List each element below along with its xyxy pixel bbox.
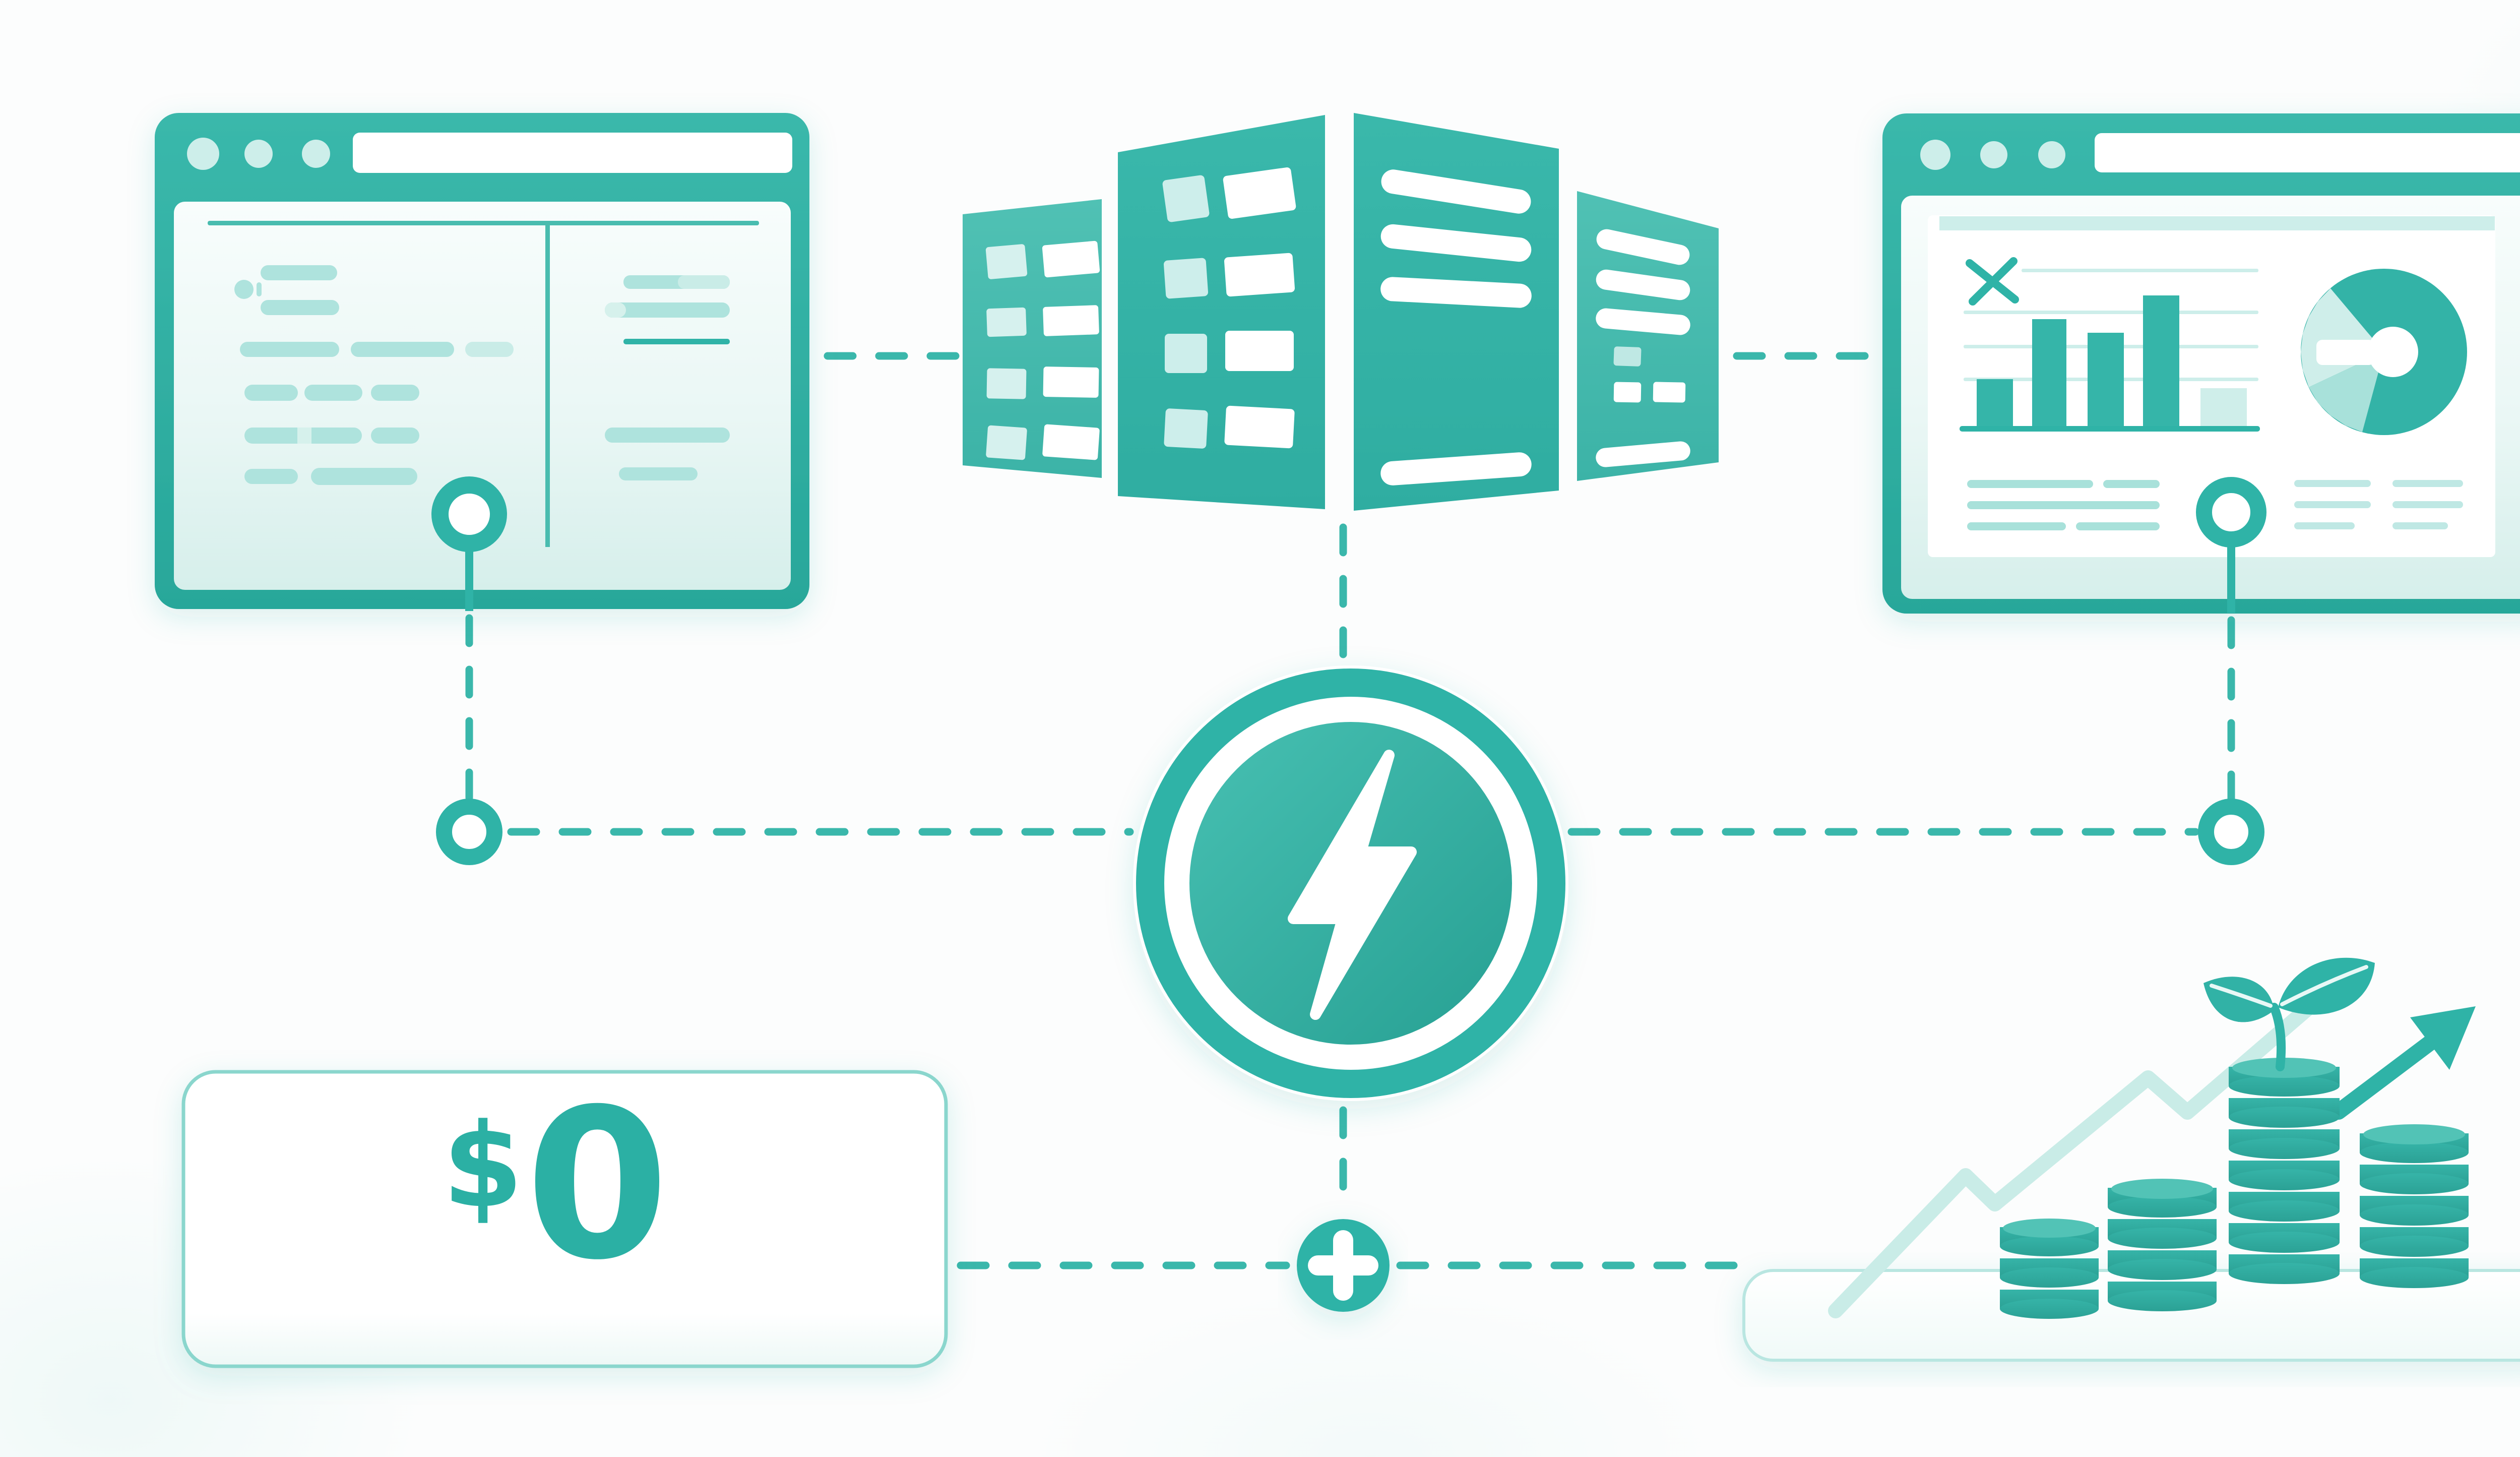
highlight-rule [623, 339, 730, 344]
leaf-right [2278, 957, 2375, 1015]
bar [2032, 319, 2066, 428]
text-line-placeholders-left [234, 265, 514, 485]
coin-stack-medium [2108, 1179, 2217, 1311]
content-divider [545, 225, 550, 547]
window-control-dot [244, 140, 273, 168]
window-control-dot [187, 138, 219, 170]
growth-scene [1742, 957, 2520, 1362]
leaf-left [2203, 977, 2274, 1022]
building-mid-left [1118, 115, 1325, 509]
donut-hole [2368, 327, 2418, 377]
price-currency: $ [443, 1099, 523, 1234]
building-far-left [963, 199, 1102, 478]
donut-notch [2316, 340, 2375, 365]
bar [2143, 295, 2179, 428]
axis-cross-icon [1966, 257, 2019, 306]
window-control-dot [1920, 140, 1950, 170]
badge-outer-ring [1136, 669, 1565, 1098]
window-control-dot [1980, 141, 2007, 168]
location-pin-icon [2196, 477, 2266, 613]
growth-arrow-icon [2330, 1006, 2476, 1120]
window-content [174, 202, 791, 590]
coin-stack-tall [2229, 1058, 2340, 1284]
browser-window-left [155, 113, 809, 611]
ring-node-right [2198, 799, 2264, 865]
building-front [1354, 113, 1559, 511]
bar [2088, 333, 2124, 428]
text-line-placeholders-bottom-left [1967, 480, 2160, 530]
location-pin-icon [431, 476, 507, 611]
address-bar[interactable] [353, 133, 792, 173]
mini-bar-chart [1960, 257, 2260, 432]
x-axis [1960, 426, 2260, 432]
building-far-right [1577, 191, 1719, 481]
coin-stack-small [2000, 1219, 2099, 1319]
plus-node [1297, 1219, 1390, 1312]
sprout-leaves-icon [2203, 957, 2375, 1071]
bar-faded [2200, 388, 2247, 428]
plus-icon [1308, 1230, 1378, 1301]
lightning-badge [1133, 665, 1568, 1101]
panel-title-band [1939, 216, 2495, 230]
coin-top [2111, 1179, 2213, 1199]
window-control-dot [302, 140, 330, 168]
coin-stack-large [2360, 1124, 2469, 1288]
text-line-placeholders-right [605, 275, 730, 480]
bar [1977, 379, 2013, 428]
price-card: $ 0 [181, 1064, 948, 1368]
content-top-rule [208, 221, 759, 225]
coin-top [2363, 1124, 2465, 1144]
donut-wedge-mid [2309, 352, 2384, 432]
office-buildings [963, 113, 1719, 511]
window-control-dot [2038, 141, 2065, 168]
address-bar[interactable] [2095, 133, 2520, 172]
donut-chart [2301, 269, 2467, 435]
dashed-connectors [465, 352, 2235, 1269]
coin-top [2003, 1219, 2096, 1238]
lightning-bolt-icon [1288, 750, 1417, 1020]
ring-node-left [436, 799, 502, 865]
price-amount: 0 [525, 1064, 669, 1305]
growth-zigzag-icon [1828, 967, 2354, 1318]
text-line-placeholders-bottom-right [2294, 480, 2463, 529]
browser-window-right [1882, 113, 2520, 614]
